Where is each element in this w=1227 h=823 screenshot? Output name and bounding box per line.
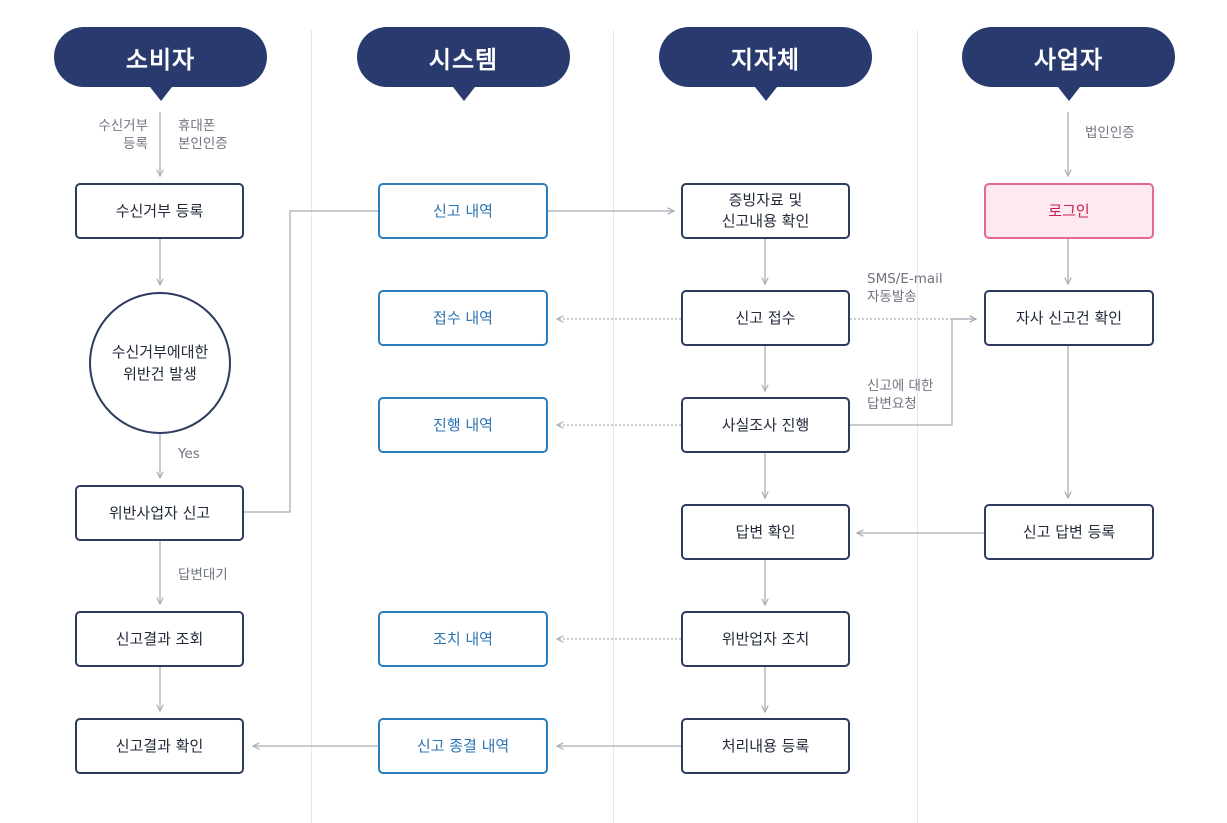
lane-title: 사업자: [962, 27, 1175, 87]
step-check-result: 신고결과 조회: [75, 611, 244, 667]
gov-receive-report: 신고 접수: [681, 290, 850, 346]
lane-header-local-gov: 지자체: [659, 27, 872, 101]
system-report-history: 신고 내역: [378, 183, 548, 239]
arrow-report-to-system: [244, 210, 378, 513]
lane-header-consumer: 소비자: [54, 27, 267, 101]
system-progress-history: 진행 내역: [378, 397, 548, 453]
label-wait-answer: 답변대기: [178, 567, 228, 583]
gov-check-answer: 답변 확인: [681, 504, 850, 560]
system-receipt-history: 접수 내역: [378, 290, 548, 346]
label-yes: Yes: [178, 446, 200, 462]
lane-pointer: [149, 87, 172, 101]
system-closed-history: 신고 종결 내역: [378, 718, 548, 774]
label-answer-request: 신고에 대한 답변요청: [867, 378, 934, 412]
step-report-violator: 위반사업자 신고: [75, 485, 244, 541]
label-sms-email: SMS/E-mail 자동발송: [867, 271, 943, 305]
biz-register-answer: 신고 답변 등록: [984, 504, 1154, 560]
lane-pointer: [754, 87, 777, 101]
lane-header-system: 시스템: [357, 27, 570, 101]
lane-title: 지자체: [659, 27, 872, 87]
gov-register-result: 처리내용 등록: [681, 718, 850, 774]
label-corp-auth: 법인인증: [1085, 125, 1135, 141]
lane-divider: [613, 30, 614, 823]
lane-divider: [311, 30, 312, 823]
lane-pointer: [452, 87, 475, 101]
lane-title: 시스템: [357, 27, 570, 87]
gov-investigation: 사실조사 진행: [681, 397, 850, 453]
step-violation-occurs: 수신거부에대한 위반건 발생: [89, 292, 231, 434]
gov-violator-action: 위반업자 조치: [681, 611, 850, 667]
label-phone-auth: 휴대폰 본인인증: [178, 118, 228, 152]
biz-login: 로그인: [984, 183, 1154, 239]
step-confirm-result: 신고결과 확인: [75, 718, 244, 774]
step-reject-register: 수신거부 등록: [75, 183, 244, 239]
system-action-history: 조치 내역: [378, 611, 548, 667]
label-reject-register: 수신거부 등록: [98, 118, 148, 152]
lane-title: 소비자: [54, 27, 267, 87]
biz-check-report: 자사 신고건 확인: [984, 290, 1154, 346]
lane-pointer: [1057, 87, 1080, 101]
gov-evidence-check: 증빙자료 및 신고내용 확인: [681, 183, 850, 239]
lane-header-business: 사업자: [962, 27, 1175, 101]
lane-divider: [917, 30, 918, 823]
